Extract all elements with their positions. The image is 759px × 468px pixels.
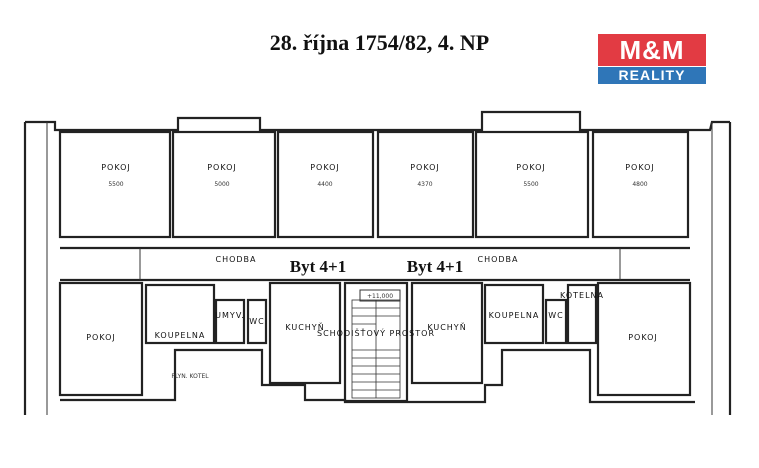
top-room-walls: [58, 130, 690, 239]
room-label-kotelna: KOTELNA: [560, 291, 604, 300]
logo-mark: M&M: [598, 34, 706, 66]
unit-label-right: Byt 4+1: [407, 257, 463, 276]
room-label-umyv: UMYV.: [215, 311, 245, 320]
room-dimension-4: 4370: [417, 181, 432, 188]
room-label-wc-right: WC: [548, 311, 564, 320]
outer-walls: [23, 110, 732, 415]
room-label-pokoj-4: POKOJ: [410, 163, 440, 172]
room-label-pokoj-right: POKOJ: [628, 333, 658, 342]
room-label-pokoj-1: POKOJ: [101, 163, 131, 172]
logo-reality: REALITY: [598, 67, 706, 84]
room-label-pokoj-left: POKOJ: [86, 333, 116, 342]
level-marker-box: [359, 289, 401, 302]
room-label-stair: SCHODIŠŤOVÝ PROSTOR: [317, 327, 435, 338]
level-marker: +11,000: [367, 293, 393, 300]
room-dimension-1: 5500: [108, 181, 123, 188]
room-label-koupelna-left: KOUPELNA: [155, 331, 206, 340]
corridor-walls: [60, 246, 690, 282]
room-label-wc-left: WC: [249, 317, 265, 326]
room-dimension-2: 5000: [214, 181, 229, 188]
room-label-koupelna-right: KOUPELNA: [489, 311, 540, 320]
bottom-room-walls: [58, 281, 692, 403]
corridor-label-right: CHODBA: [477, 255, 518, 264]
room-label-kuchyn-left: KUCHYŇ: [285, 322, 324, 332]
page-title: 28. října 1754/82, 4. NP: [269, 30, 490, 55]
room-dimension-3: 4400: [317, 181, 332, 188]
room-dimension-6: 4800: [632, 181, 647, 188]
room-label-pokoj-5: POKOJ: [516, 163, 546, 172]
room-label-pokoj-2: POKOJ: [207, 163, 237, 172]
staircase: [351, 299, 401, 399]
mm-reality-logo: M&M REALITY: [598, 34, 706, 84]
room-dimension-5: 5500: [523, 181, 538, 188]
room-label-kuchyn-right: KUCHYŇ: [427, 322, 466, 332]
boiler-note: PLYN. KOTEL: [171, 373, 209, 380]
room-label-pokoj-6: POKOJ: [625, 163, 655, 172]
unit-label-left: Byt 4+1: [290, 257, 346, 276]
room-label-pokoj-3: POKOJ: [310, 163, 340, 172]
corridor-label-left: CHODBA: [215, 255, 256, 264]
